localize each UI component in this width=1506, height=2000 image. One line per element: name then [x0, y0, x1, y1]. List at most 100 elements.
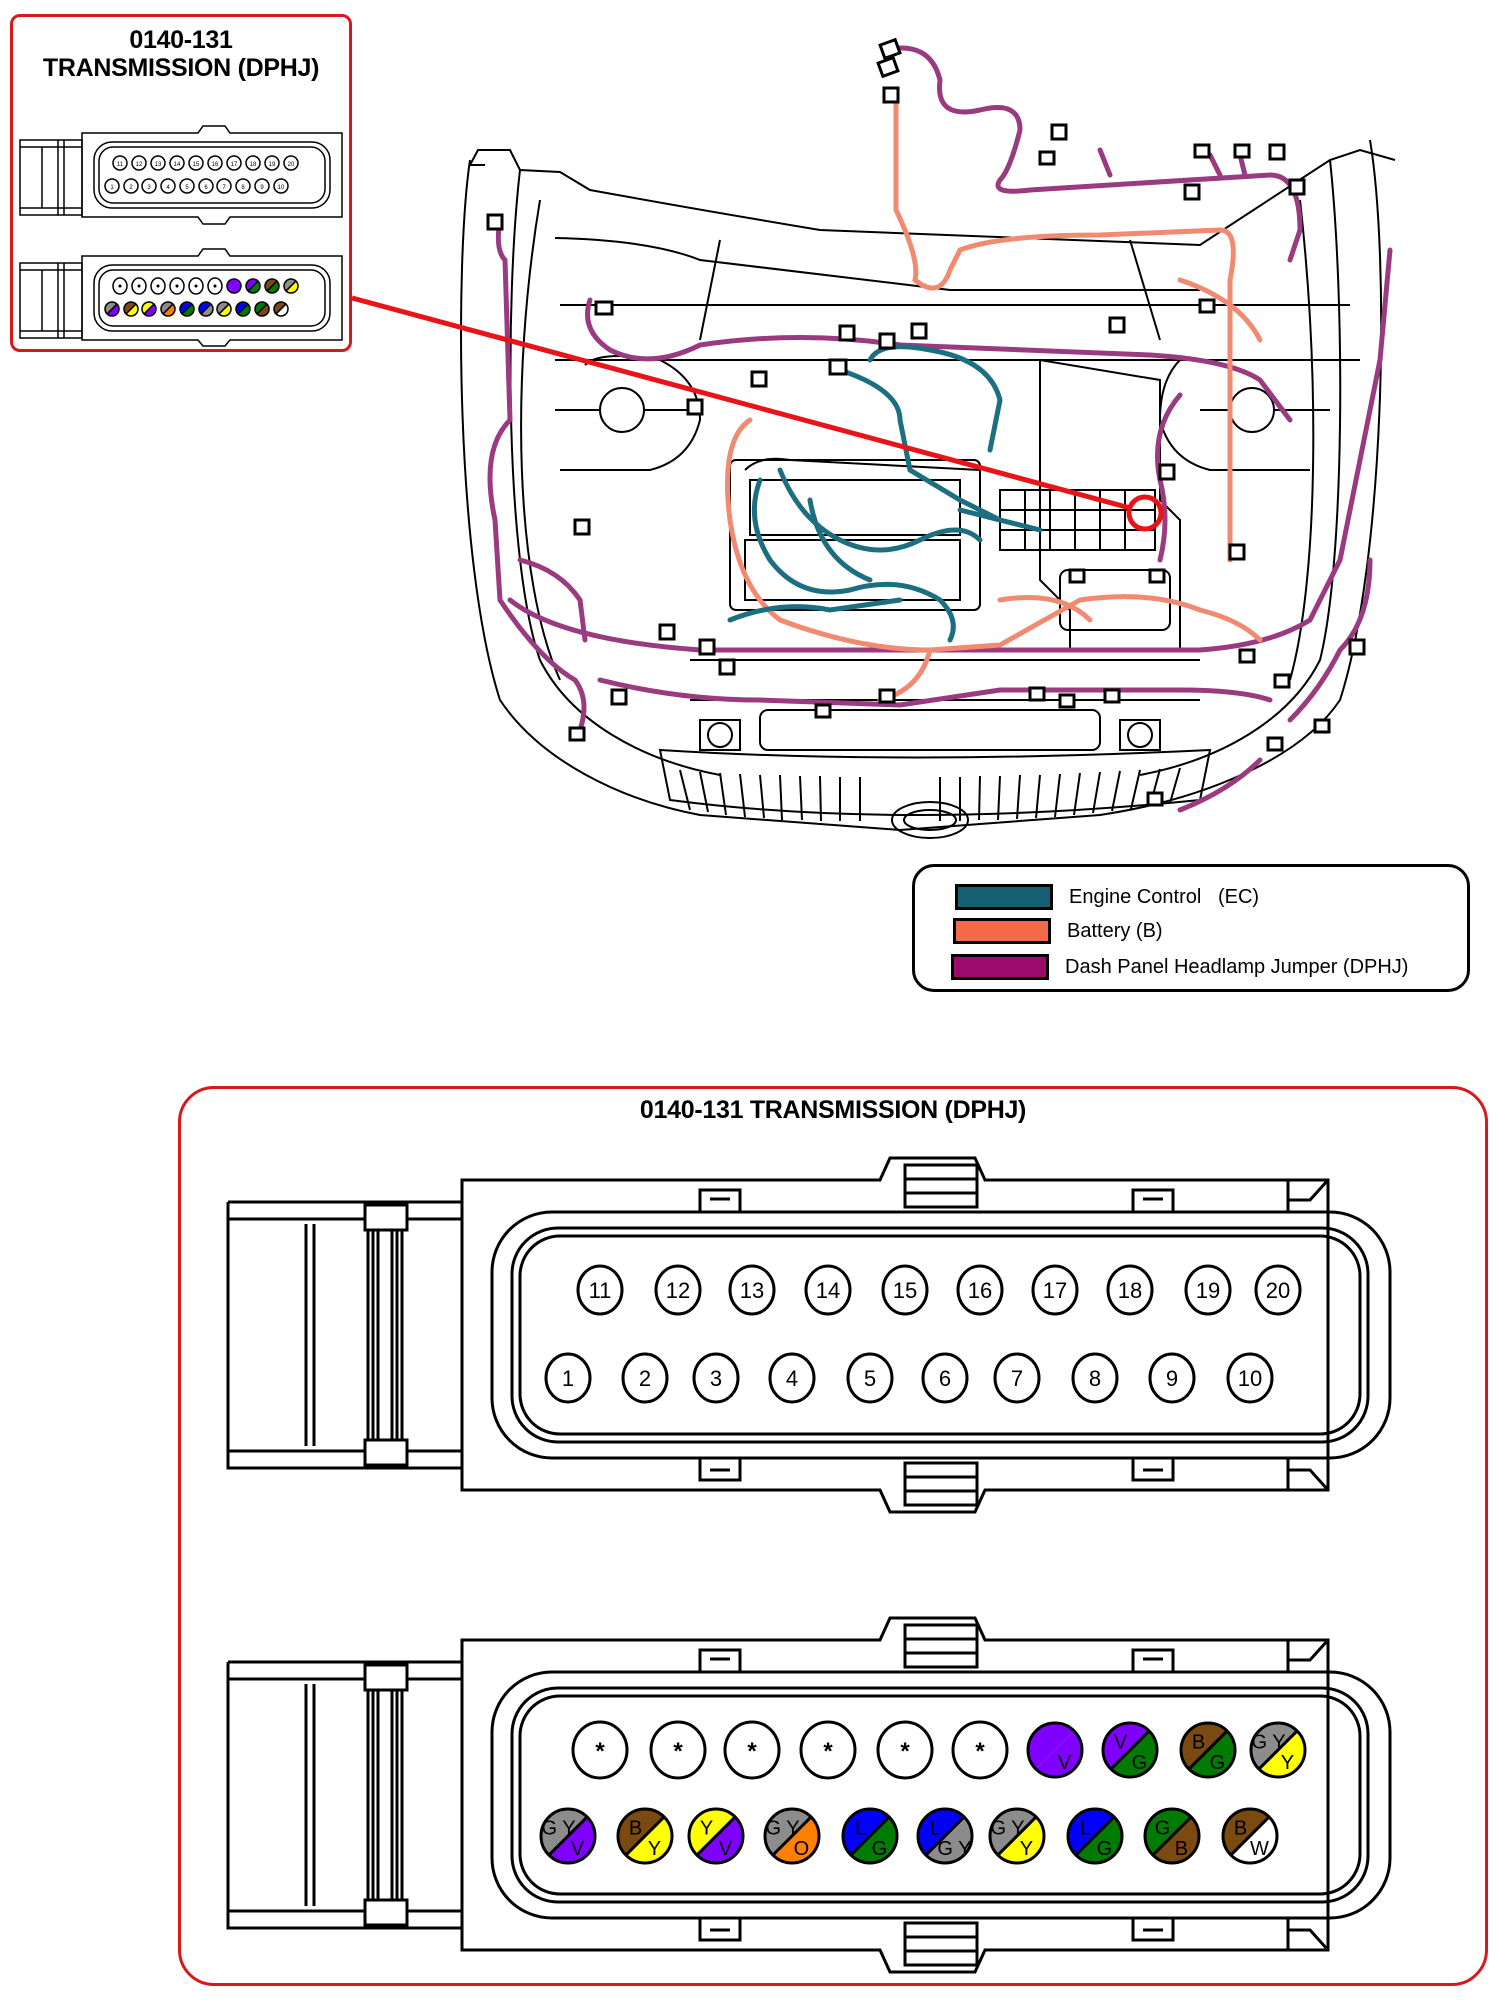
- pin-number-label: 12: [666, 1278, 690, 1303]
- legend-item-dphj: Dash Panel Headlamp Jumper (DPHJ): [951, 953, 1408, 981]
- inset-pin-number-18: 18: [245, 155, 261, 171]
- pin-wire-16: [207, 277, 223, 295]
- pin-unused-mark: *: [823, 1738, 833, 1765]
- pin-number-15: 15: [881, 1264, 929, 1316]
- pin-wire-11: [112, 277, 128, 295]
- legend-label-battery: Battery (B): [1067, 919, 1163, 942]
- pin-number-label: 19: [1196, 1278, 1220, 1303]
- pin-wire-17: [226, 278, 242, 294]
- pin-unused-mark: *: [673, 1738, 683, 1765]
- legend-swatch-dphj: [951, 954, 1049, 980]
- wire-color-code-a: B: [629, 1818, 642, 1840]
- connector-location-marker: [1126, 494, 1164, 532]
- svg-text:11: 11: [117, 162, 124, 168]
- wire-color-code-b: G: [1097, 1838, 1113, 1860]
- inset-pin-number-19: 19: [264, 155, 280, 171]
- pin-wire-11: *: [571, 1720, 629, 1780]
- wire-color-code-a: L: [930, 1818, 941, 1840]
- svg-text:17: 17: [231, 162, 238, 168]
- pin-number-4: 4: [768, 1352, 816, 1404]
- pin-unused-mark: *: [747, 1738, 757, 1765]
- pin-wire-4: G YO: [763, 1807, 821, 1865]
- pin-number-2: 2: [621, 1352, 669, 1404]
- svg-text:8: 8: [241, 185, 245, 191]
- wire-color-code-a: L: [855, 1818, 866, 1840]
- inset-pin-number-20: 20: [283, 155, 299, 171]
- pin-number-label: 16: [968, 1278, 992, 1303]
- pin-wire-8: LG: [1066, 1807, 1124, 1865]
- pin-number-label: 8: [1089, 1366, 1101, 1391]
- pin-wire-4: [160, 301, 176, 317]
- wire-color-code-b: V: [571, 1838, 585, 1860]
- pin-wire-20: G YY: [1249, 1721, 1307, 1779]
- wire-color-code-a: G Y: [766, 1818, 800, 1840]
- pin-number-7: 7: [993, 1352, 1041, 1404]
- legend-label-ec: Engine Control (EC): [1069, 885, 1260, 908]
- pin-number-16: 16: [956, 1264, 1004, 1316]
- pin-number-label: 9: [1166, 1366, 1178, 1391]
- wire-color-code-b: G: [1132, 1752, 1148, 1774]
- pin-wire-13: [150, 277, 166, 295]
- svg-text:4: 4: [166, 185, 170, 191]
- wire-color-code-b: Y: [1281, 1752, 1294, 1774]
- svg-text:5: 5: [185, 185, 189, 191]
- pin-number-label: 11: [589, 1278, 612, 1303]
- pin-wire-15: *: [876, 1720, 934, 1780]
- pin-number-8: 8: [1071, 1352, 1119, 1404]
- wire-color-code-b: W: [1250, 1838, 1269, 1860]
- svg-text:1: 1: [110, 185, 114, 191]
- pin-number-18: 18: [1106, 1264, 1154, 1316]
- pin-number-11: 11: [576, 1264, 624, 1316]
- pin-wire-5: [179, 301, 195, 317]
- wire-color-code-b: Y: [648, 1838, 661, 1860]
- inset-pin-number-3: 3: [141, 178, 157, 194]
- pin-number-label: 17: [1043, 1278, 1067, 1303]
- pin-unused-mark: *: [975, 1738, 985, 1765]
- svg-text:14: 14: [174, 162, 181, 168]
- pin-wire-7: [216, 301, 232, 317]
- pin-number-17: 17: [1031, 1264, 1079, 1316]
- svg-text:19: 19: [269, 162, 276, 168]
- inset-title: 0140-131 TRANSMISSION (DPHJ): [10, 26, 352, 82]
- svg-text:7: 7: [222, 185, 226, 191]
- wire-color-code-a: G: [1155, 1818, 1171, 1840]
- pin-number-label: 2: [639, 1366, 651, 1391]
- pin-wire-2: BY: [616, 1807, 674, 1865]
- inset-pin-number-6: 6: [198, 178, 214, 194]
- inset-pin-number-8: 8: [235, 178, 251, 194]
- pin-wire-19: [264, 278, 280, 294]
- legend: Engine Control (EC) Battery (B) Dash Pan…: [912, 864, 1470, 992]
- pin-wire-3: YV: [687, 1807, 745, 1865]
- inset-pin-number-16: 16: [207, 155, 223, 171]
- pin-number-label: 13: [740, 1278, 764, 1303]
- wire-color-code-a: B: [1192, 1732, 1205, 1754]
- pin-wire-6: [198, 301, 214, 317]
- wire-color-code-b: G: [872, 1838, 888, 1860]
- pin-number-label: 14: [816, 1278, 840, 1303]
- pin-wire-9: [254, 301, 270, 317]
- inset-pin-number-17: 17: [226, 155, 242, 171]
- pin-wire-14: *: [799, 1720, 857, 1780]
- inset-pin-number-10: 10: [273, 178, 289, 194]
- svg-text:15: 15: [193, 162, 200, 168]
- svg-text:18: 18: [250, 162, 257, 168]
- pin-number-3: 3: [692, 1352, 740, 1404]
- legend-item-ec: Engine Control (EC): [955, 883, 1259, 911]
- legend-label-dphj: Dash Panel Headlamp Jumper (DPHJ): [1065, 955, 1409, 978]
- wire-color-code-b: G Y: [937, 1838, 971, 1860]
- svg-text:20: 20: [288, 162, 295, 168]
- pin-wire-1: [104, 301, 120, 317]
- pin-wire-5: LG: [841, 1807, 899, 1865]
- legend-item-battery: Battery (B): [953, 917, 1163, 945]
- svg-text:3: 3: [147, 185, 151, 191]
- legend-swatch-battery: [953, 918, 1051, 944]
- pin-wire-14: [169, 277, 185, 295]
- inset-pin-number-11: 11: [112, 155, 128, 171]
- pin-wire-12: *: [649, 1720, 707, 1780]
- wire-color-code-b: V: [1058, 1752, 1072, 1774]
- pin-number-label: 4: [786, 1366, 798, 1391]
- inset-title-line1: 0140-131: [129, 26, 233, 54]
- inset-pin-number-15: 15: [188, 155, 204, 171]
- pin-number-12: 12: [654, 1264, 702, 1316]
